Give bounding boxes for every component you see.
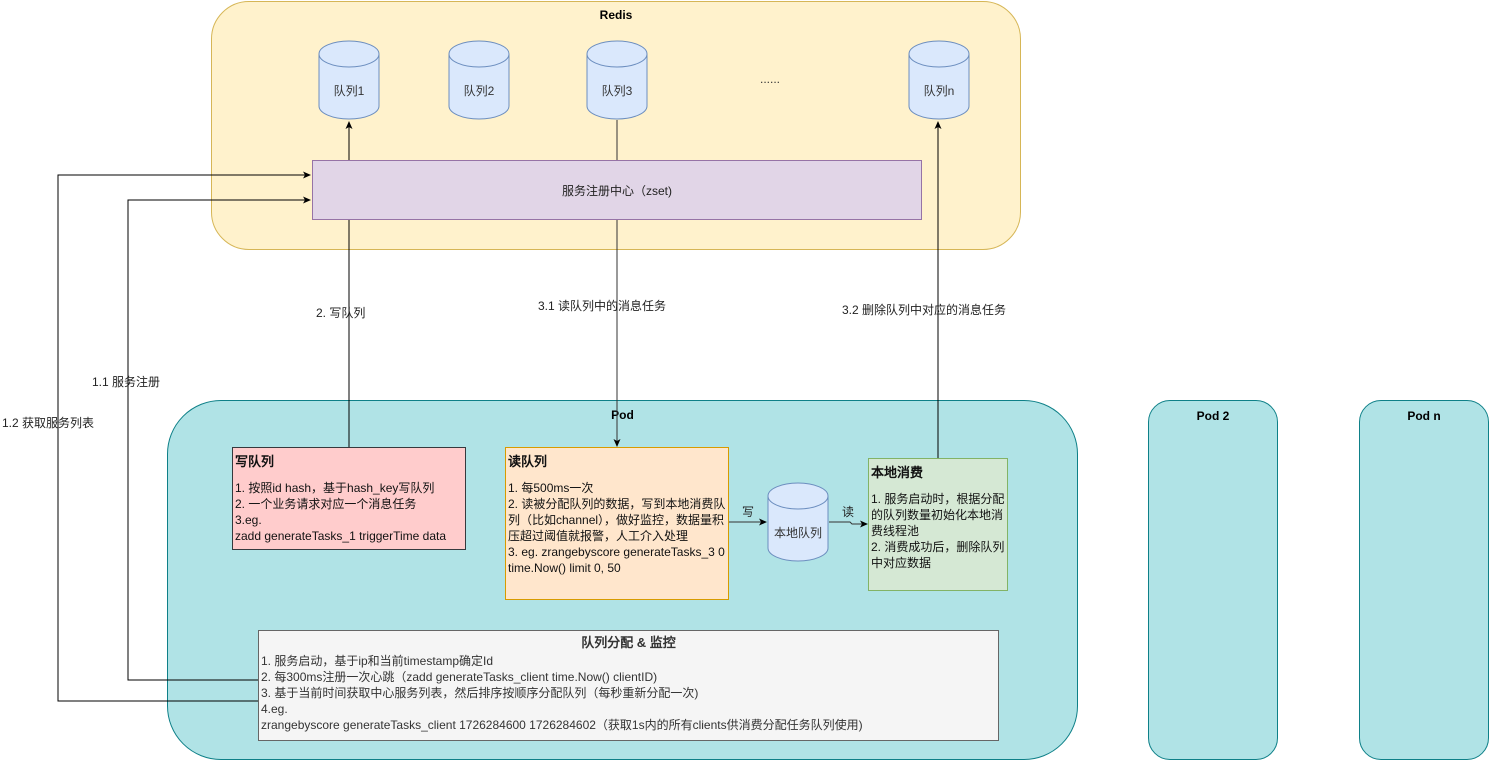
- edge-get-services: [57, 171, 311, 702]
- queue-assign-line: 2. 每300ms注册一次心跳（zadd generateTasks_clien…: [261, 670, 658, 684]
- queue-2[interactable]: 队列2: [448, 40, 510, 120]
- database-icon: [448, 40, 510, 120]
- service-registry-label: 服务注册中心（zset): [561, 183, 672, 198]
- write-queue-line: 2. 一个业务请求对应一个消息任务: [235, 497, 417, 511]
- write-queue-line: 3.eg.: [235, 513, 262, 527]
- write-queue-line: 1. 按照id hash，基于hash_key写队列: [235, 481, 435, 495]
- label-register: 1.1 服务注册: [92, 375, 161, 389]
- queue-label: 队列3: [601, 84, 633, 98]
- label-delete-queue: 3.2 删除队列中对应的消息任务: [842, 303, 1007, 317]
- database-icon: [767, 482, 829, 562]
- local-queue[interactable]: 本地队列: [767, 482, 829, 562]
- read-queue-line: 1. 每500ms一次: [508, 481, 594, 495]
- queue-ellipsis: ......: [760, 72, 781, 86]
- local-consume-line: 1. 服务启动时，根据分配的队列数量初始化本地消费线程池: [871, 492, 1005, 538]
- local-queue-label: 本地队列: [773, 526, 822, 540]
- pod-2-title: Pod 2: [1196, 409, 1230, 423]
- local-consume-title: 本地消费: [871, 465, 924, 480]
- label-read-local: 读: [842, 505, 855, 519]
- edge-read-local: [829, 520, 868, 528]
- pod-2[interactable]: Pod 2: [1148, 400, 1278, 760]
- queue-assign-monitor-box[interactable]: 队列分配 & 监控 1. 服务启动，基于ip和当前timestamp确定Id 2…: [258, 630, 999, 741]
- pod-n-title: Pod n: [1407, 409, 1441, 423]
- queue-label: 队列n: [923, 84, 955, 98]
- write-queue-box[interactable]: 写队列 1. 按照id hash，基于hash_key写队列 2. 一个业务请求…: [232, 447, 466, 550]
- read-queue-title: 读队列: [508, 454, 548, 469]
- pod-n[interactable]: Pod n: [1359, 400, 1489, 760]
- database-icon: [586, 40, 648, 120]
- service-registry[interactable]: 服务注册中心（zset): [312, 160, 922, 220]
- queue-label: 队列2: [463, 84, 495, 98]
- write-queue-line: zadd generateTasks_1 triggerTime data: [235, 529, 447, 543]
- queue-assign-line: zrangebyscore generateTasks_client 17262…: [261, 718, 863, 732]
- local-consume-line: 2. 消费成功后，删除队列中对应数据: [871, 540, 1005, 570]
- label-get-services: 1.2 获取服务列表: [2, 416, 95, 430]
- read-queue-box[interactable]: 读队列 1. 每500ms一次 2. 读被分配队列的数据，写到本地消费队列（比如…: [505, 447, 729, 600]
- write-queue-title: 写队列: [235, 454, 275, 469]
- read-queue-line: 2. 读被分配队列的数据，写到本地消费队列（比如channel），做好监控，数据…: [508, 497, 726, 543]
- redis-title: Redis: [599, 8, 633, 22]
- read-queue-line: 3. eg. zrangebyscore generateTasks_3 0 t…: [508, 545, 725, 575]
- queue-label: 队列1: [333, 84, 365, 98]
- database-icon: [908, 40, 970, 120]
- queue-assign-line: 1. 服务启动，基于ip和当前timestamp确定Id: [261, 654, 494, 668]
- edge-register: [127, 196, 311, 681]
- label-write-queue: 2. 写队列: [316, 306, 366, 320]
- queue-assign-title: 队列分配 & 监控: [581, 635, 676, 650]
- label-read-queue: 3.1 读队列中的消息任务: [538, 299, 667, 313]
- queue-n[interactable]: 队列n: [908, 40, 970, 120]
- queue-3[interactable]: 队列3: [586, 40, 648, 120]
- queue-assign-line: 3. 基于当前时间获取中心服务列表，然后排序按顺序分配队列（每秒重新分配一次): [261, 686, 699, 700]
- queue-1[interactable]: 队列1: [318, 40, 380, 120]
- database-icon: [318, 40, 380, 120]
- local-consume-box[interactable]: 本地消费 1. 服务启动时，根据分配的队列数量初始化本地消费线程池 2. 消费成…: [868, 458, 1008, 591]
- queue-assign-line: 4.eg.: [261, 702, 288, 716]
- label-write-local: 写: [742, 505, 755, 519]
